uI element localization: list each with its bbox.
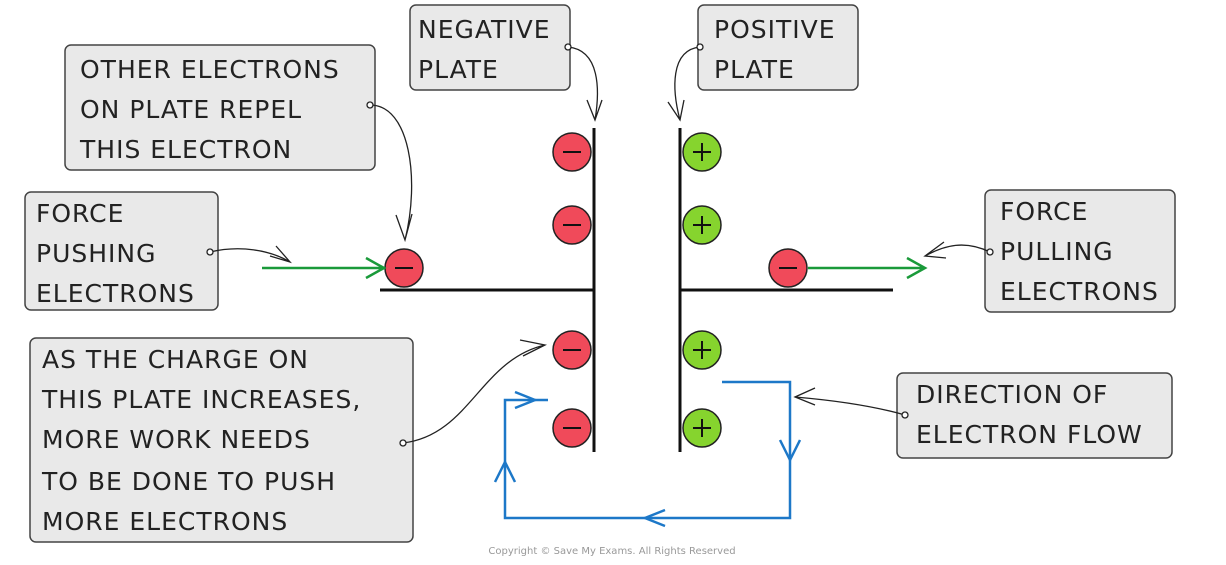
svg-text:PLATE: PLATE <box>418 55 499 84</box>
electron-flow-loop <box>493 380 802 528</box>
svg-text:PUSHING: PUSHING <box>36 239 157 268</box>
svg-text:MORE WORK NEEDS: MORE WORK NEEDS <box>42 425 311 454</box>
svg-text:POSITIVE: POSITIVE <box>714 15 836 44</box>
svg-text:PULLING: PULLING <box>1000 237 1114 266</box>
electron-negative-charge <box>552 408 592 448</box>
svg-text:TO BE DONE TO PUSH: TO BE DONE TO PUSH <box>41 467 336 496</box>
callout-negative-plate: NEGATIVE PLATE <box>409 4 603 122</box>
svg-text:THIS PLATE INCREASES,: THIS PLATE INCREASES, <box>41 385 361 414</box>
electron-negative-charge <box>552 132 592 172</box>
electron-negative-charge <box>552 205 592 245</box>
svg-text:MORE ELECTRONS: MORE ELECTRONS <box>42 507 288 536</box>
positive-charge <box>682 408 722 448</box>
positive-charge <box>682 330 722 370</box>
svg-text:OTHER ELECTRONS: OTHER ELECTRONS <box>80 55 340 84</box>
svg-text:AS THE CHARGE ON: AS THE CHARGE ON <box>42 345 309 374</box>
svg-text:ON PLATE REPEL: ON PLATE REPEL <box>80 95 302 124</box>
pull-arrow <box>808 256 928 280</box>
svg-text:PLATE: PLATE <box>714 55 795 84</box>
electron-negative-charge <box>768 248 808 288</box>
svg-text:NEGATIVE: NEGATIVE <box>418 15 551 44</box>
callout-pulling: FORCE PULLING ELECTRONS <box>923 189 1176 313</box>
svg-text:ELECTRONS: ELECTRONS <box>1000 277 1159 306</box>
copyright: Copyright © Save My Exams. All Rights Re… <box>488 546 735 557</box>
callout-electron-flow: DIRECTION OF ELECTRON FLOW <box>793 372 1173 459</box>
svg-text:THIS ELECTRON: THIS ELECTRON <box>79 135 292 164</box>
plate-charges <box>384 132 808 448</box>
push-arrow <box>262 256 387 280</box>
svg-text:ELECTRON FLOW: ELECTRON FLOW <box>916 420 1143 449</box>
electron-negative-charge <box>552 330 592 370</box>
callout-repel: OTHER ELECTRONS ON PLATE REPEL THIS ELEC… <box>64 44 413 243</box>
callout-charge-increases: AS THE CHARGE ON THIS PLATE INCREASES, M… <box>29 337 547 543</box>
positive-charge <box>682 205 722 245</box>
positive-charge <box>682 132 722 172</box>
callout-positive-plate: POSITIVE PLATE <box>667 4 859 122</box>
callout-pushing: FORCE PUSHING ELECTRONS <box>24 191 292 311</box>
svg-text:FORCE: FORCE <box>36 199 124 228</box>
svg-text:DIRECTION OF: DIRECTION OF <box>916 380 1108 409</box>
svg-text:FORCE: FORCE <box>1000 197 1088 226</box>
force-arrows <box>262 256 928 280</box>
svg-text:ELECTRONS: ELECTRONS <box>36 279 195 308</box>
electron-negative-charge <box>384 248 424 288</box>
